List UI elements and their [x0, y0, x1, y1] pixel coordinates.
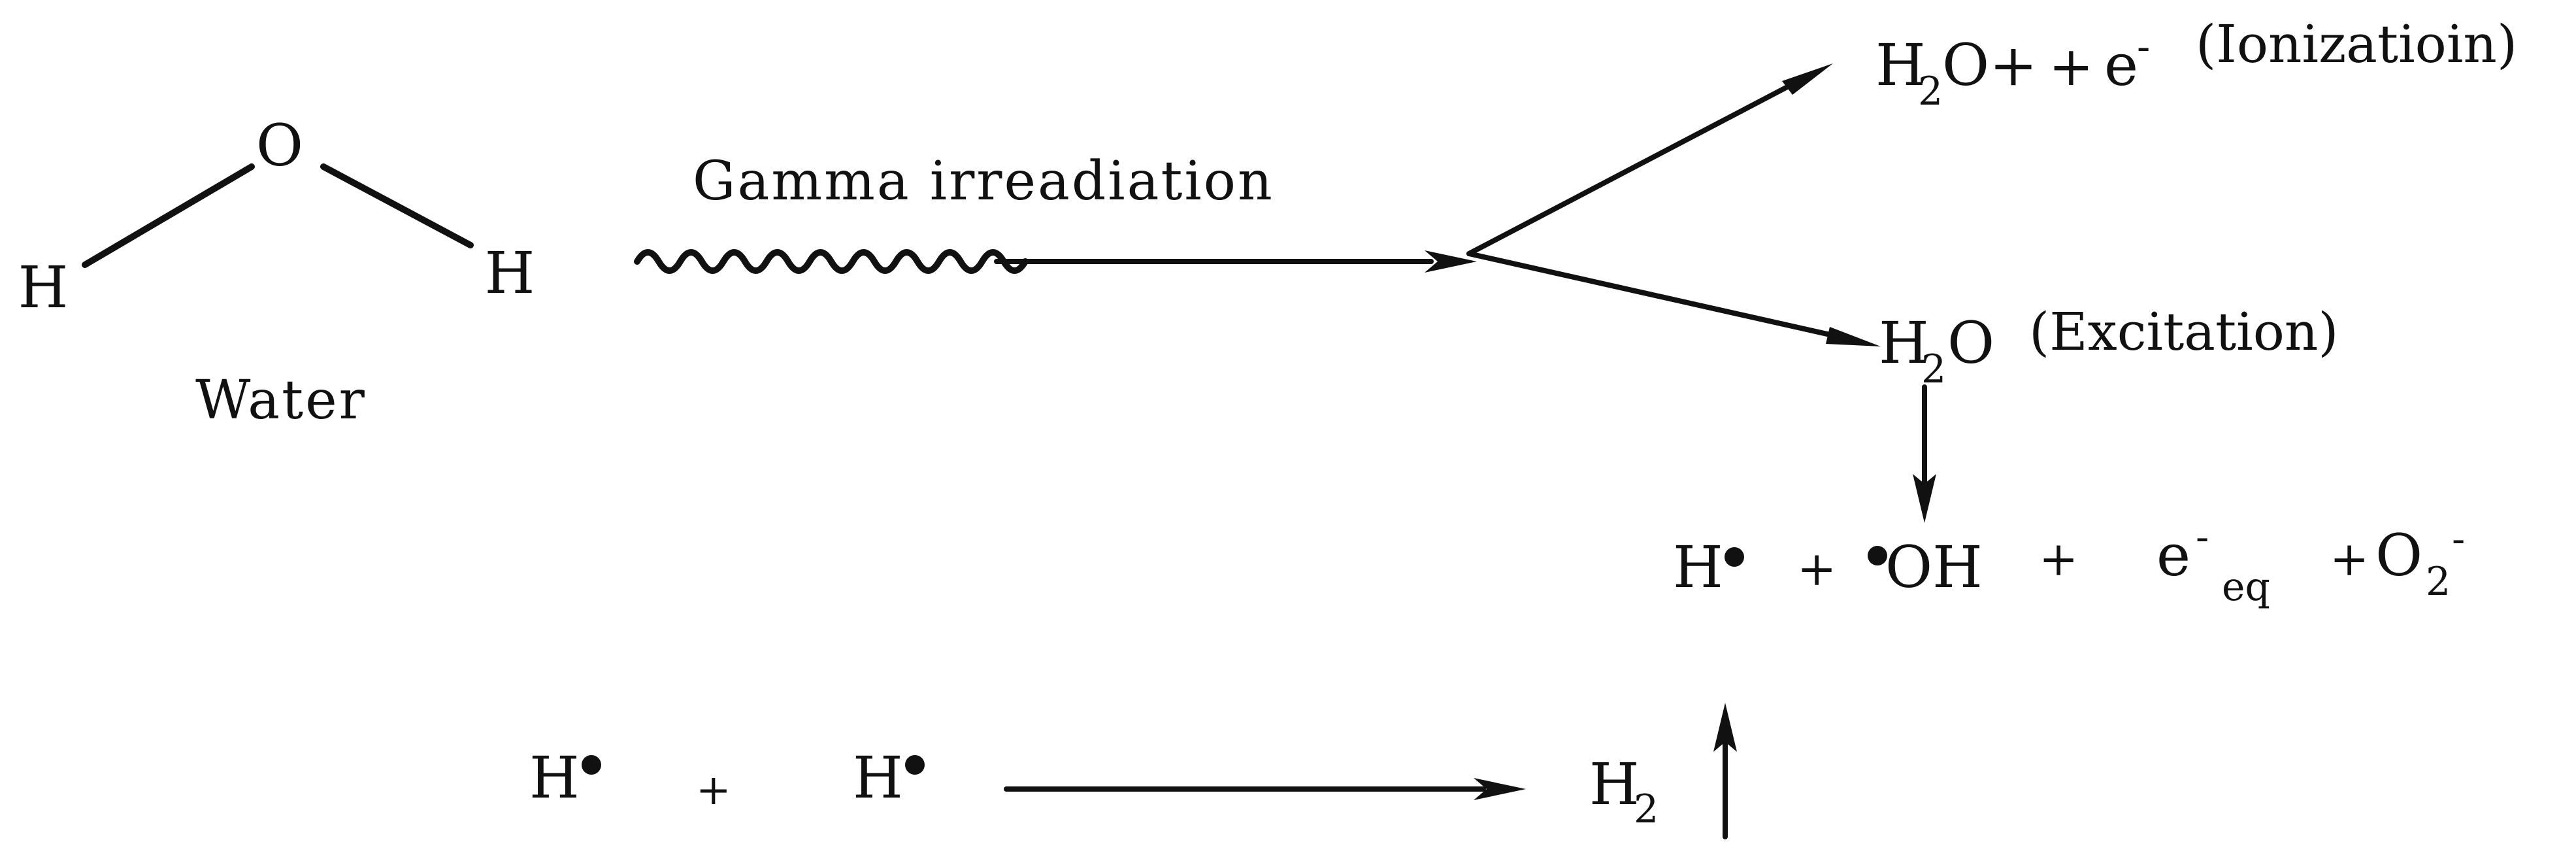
- up-arrowhead: [1713, 703, 1737, 752]
- excitation-o: O: [1947, 309, 1994, 377]
- dissociation-arrow: [1913, 384, 1936, 523]
- recombination-h-1-dot: [582, 755, 601, 775]
- atom-oxygen: O: [256, 112, 303, 179]
- atom-hydrogen-left: H: [18, 254, 69, 321]
- excitation-product: H 2 O (Excitation): [1879, 301, 2339, 392]
- product-oh-radical: OH: [1885, 533, 1983, 601]
- product-electron-subscript: eq: [2222, 564, 2270, 610]
- ionization-electron: e: [2104, 31, 2138, 99]
- recombination-h-2-dot: [905, 755, 925, 775]
- recombination-arrowhead: [1474, 778, 1526, 800]
- gamma-arrowhead: [1425, 250, 1477, 273]
- ionization-arrow: [1466, 84, 1790, 256]
- product-plus-1: +: [1797, 541, 1836, 596]
- recombination-product-h: H: [1589, 750, 1640, 818]
- water-caption: Water: [195, 369, 367, 431]
- recombination-h-2: H: [853, 744, 903, 811]
- bond-o-h-left: [82, 163, 255, 268]
- product-electron: e: [2156, 522, 2190, 589]
- gamma-wave-icon: [634, 249, 1029, 274]
- oh-radical-dot: [1868, 546, 1887, 565]
- down-arrowhead: [1913, 474, 1936, 523]
- product-electron-charge: -: [2196, 514, 2209, 560]
- recombination-plus: +: [696, 766, 731, 815]
- excitation-arrow: [1466, 251, 1836, 338]
- ionization-h: H: [1875, 31, 1926, 99]
- ionization-plus: +: [2049, 36, 2094, 98]
- ionization-products: H 2 O+ + e - (Ionizatioin): [1875, 14, 2517, 114]
- product-plus-3: +: [2330, 531, 2369, 586]
- bond-o-h-right: [320, 163, 474, 248]
- product-oxygen-subscript: 2: [2426, 559, 2451, 605]
- product-oxygen-charge: -: [2452, 516, 2465, 562]
- radical-products: H + OH + e - eq + O 2 -: [1673, 514, 2465, 610]
- recombination: H + H H 2: [529, 703, 1737, 839]
- ionization-electron-charge: -: [2137, 24, 2150, 70]
- excitation-arrowhead: [1826, 327, 1881, 346]
- excitation-h: H: [1879, 309, 1929, 377]
- gamma-label: Gamma irreadiation: [693, 150, 1274, 212]
- h-radical-dot: [1725, 547, 1744, 567]
- gamma-irradiation: Gamma irreadiation: [634, 150, 1477, 274]
- ionization-o-plus: O+: [1942, 31, 2038, 99]
- ionization-label: (Ionizatioin): [2196, 14, 2517, 75]
- excitation-label: (Excitation): [2029, 301, 2339, 362]
- atom-hydrogen-right: H: [485, 239, 535, 307]
- product-oxygen: O: [2375, 522, 2422, 589]
- product-plus-2: +: [2039, 531, 2078, 586]
- recombination-product-subscript: 2: [1634, 786, 1659, 832]
- branch-arrows: [1466, 63, 1881, 346]
- ionization-arrowhead: [1782, 63, 1833, 95]
- ionization-subscript-2: 2: [1918, 69, 1943, 114]
- recombination-h-1: H: [529, 744, 580, 811]
- water-molecule: O H H Water: [18, 112, 535, 431]
- product-h-radical: H: [1673, 533, 1723, 601]
